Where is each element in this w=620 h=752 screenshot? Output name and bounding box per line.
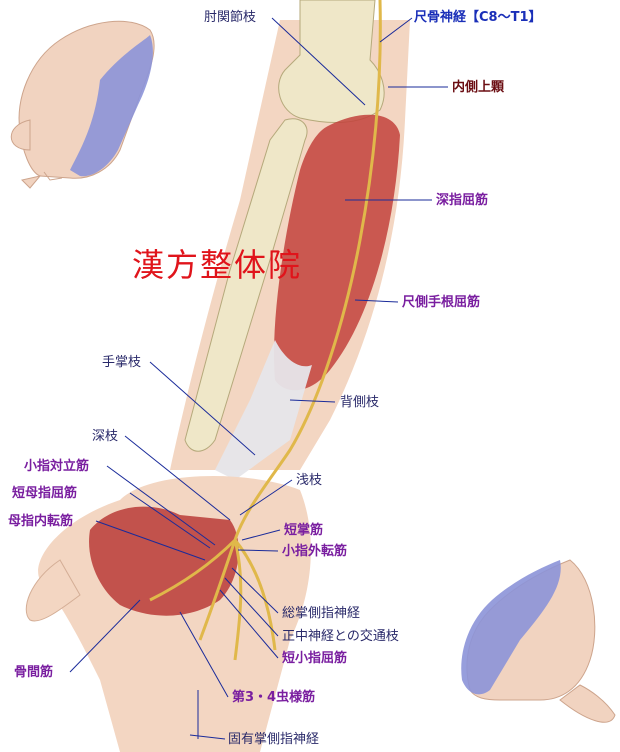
- label-flexor-digiti-minimi-brevis: 短小指屈筋: [282, 651, 348, 666]
- label-deep-branch: 深枝: [92, 429, 119, 444]
- palm-inset-sensory-area: [70, 35, 153, 177]
- leader-lines: [69, 17, 448, 740]
- label-communicating-branch: 正中神経との交通枝: [282, 629, 399, 644]
- radius: [184, 118, 308, 452]
- label-elbow-branch: 肘関節枝: [204, 10, 257, 25]
- label-palmaris-brevis: 短掌筋: [284, 523, 324, 538]
- label-dorsal-branch: 背側枝: [340, 395, 380, 410]
- label-abductor-digiti-minimi: 小指外転筋: [282, 544, 348, 559]
- label-interossei: 骨間筋: [14, 665, 54, 680]
- label-flexor-pollicis-brevis: 短母指屈筋: [12, 486, 78, 501]
- watermark-text: 漢方整体院: [132, 246, 303, 284]
- label-ulnar-nerve: 尺骨神経【C8〜T1】: [414, 10, 542, 25]
- label-opponens-digiti-minimi: 小指対立筋: [24, 459, 90, 474]
- ulnar-nerve: [149, 0, 382, 661]
- label-adductor-pollicis: 母指内転筋: [8, 514, 74, 529]
- flexor-tendons: [215, 340, 312, 480]
- hand-intrinsic-muscles: [89, 506, 239, 616]
- humerus: [278, 0, 385, 124]
- label-common-palmar-digital: 総掌側指神経: [282, 606, 361, 621]
- thumb: [25, 559, 81, 622]
- label-lumbricals-3-4: 第3・4虫様筋: [232, 690, 316, 705]
- label-fcu: 尺側手根屈筋: [402, 295, 481, 310]
- label-proper-palmar-digital: 固有掌側指神経: [228, 732, 320, 747]
- label-superficial-branch: 浅枝: [296, 473, 323, 488]
- dorsal-inset-sensory-area: [461, 560, 561, 695]
- label-medial-epicondyle: 内側上顆: [452, 80, 505, 95]
- label-fdp: 深指屈筋: [436, 193, 489, 208]
- label-palmar-branch: 手掌枝: [102, 355, 142, 370]
